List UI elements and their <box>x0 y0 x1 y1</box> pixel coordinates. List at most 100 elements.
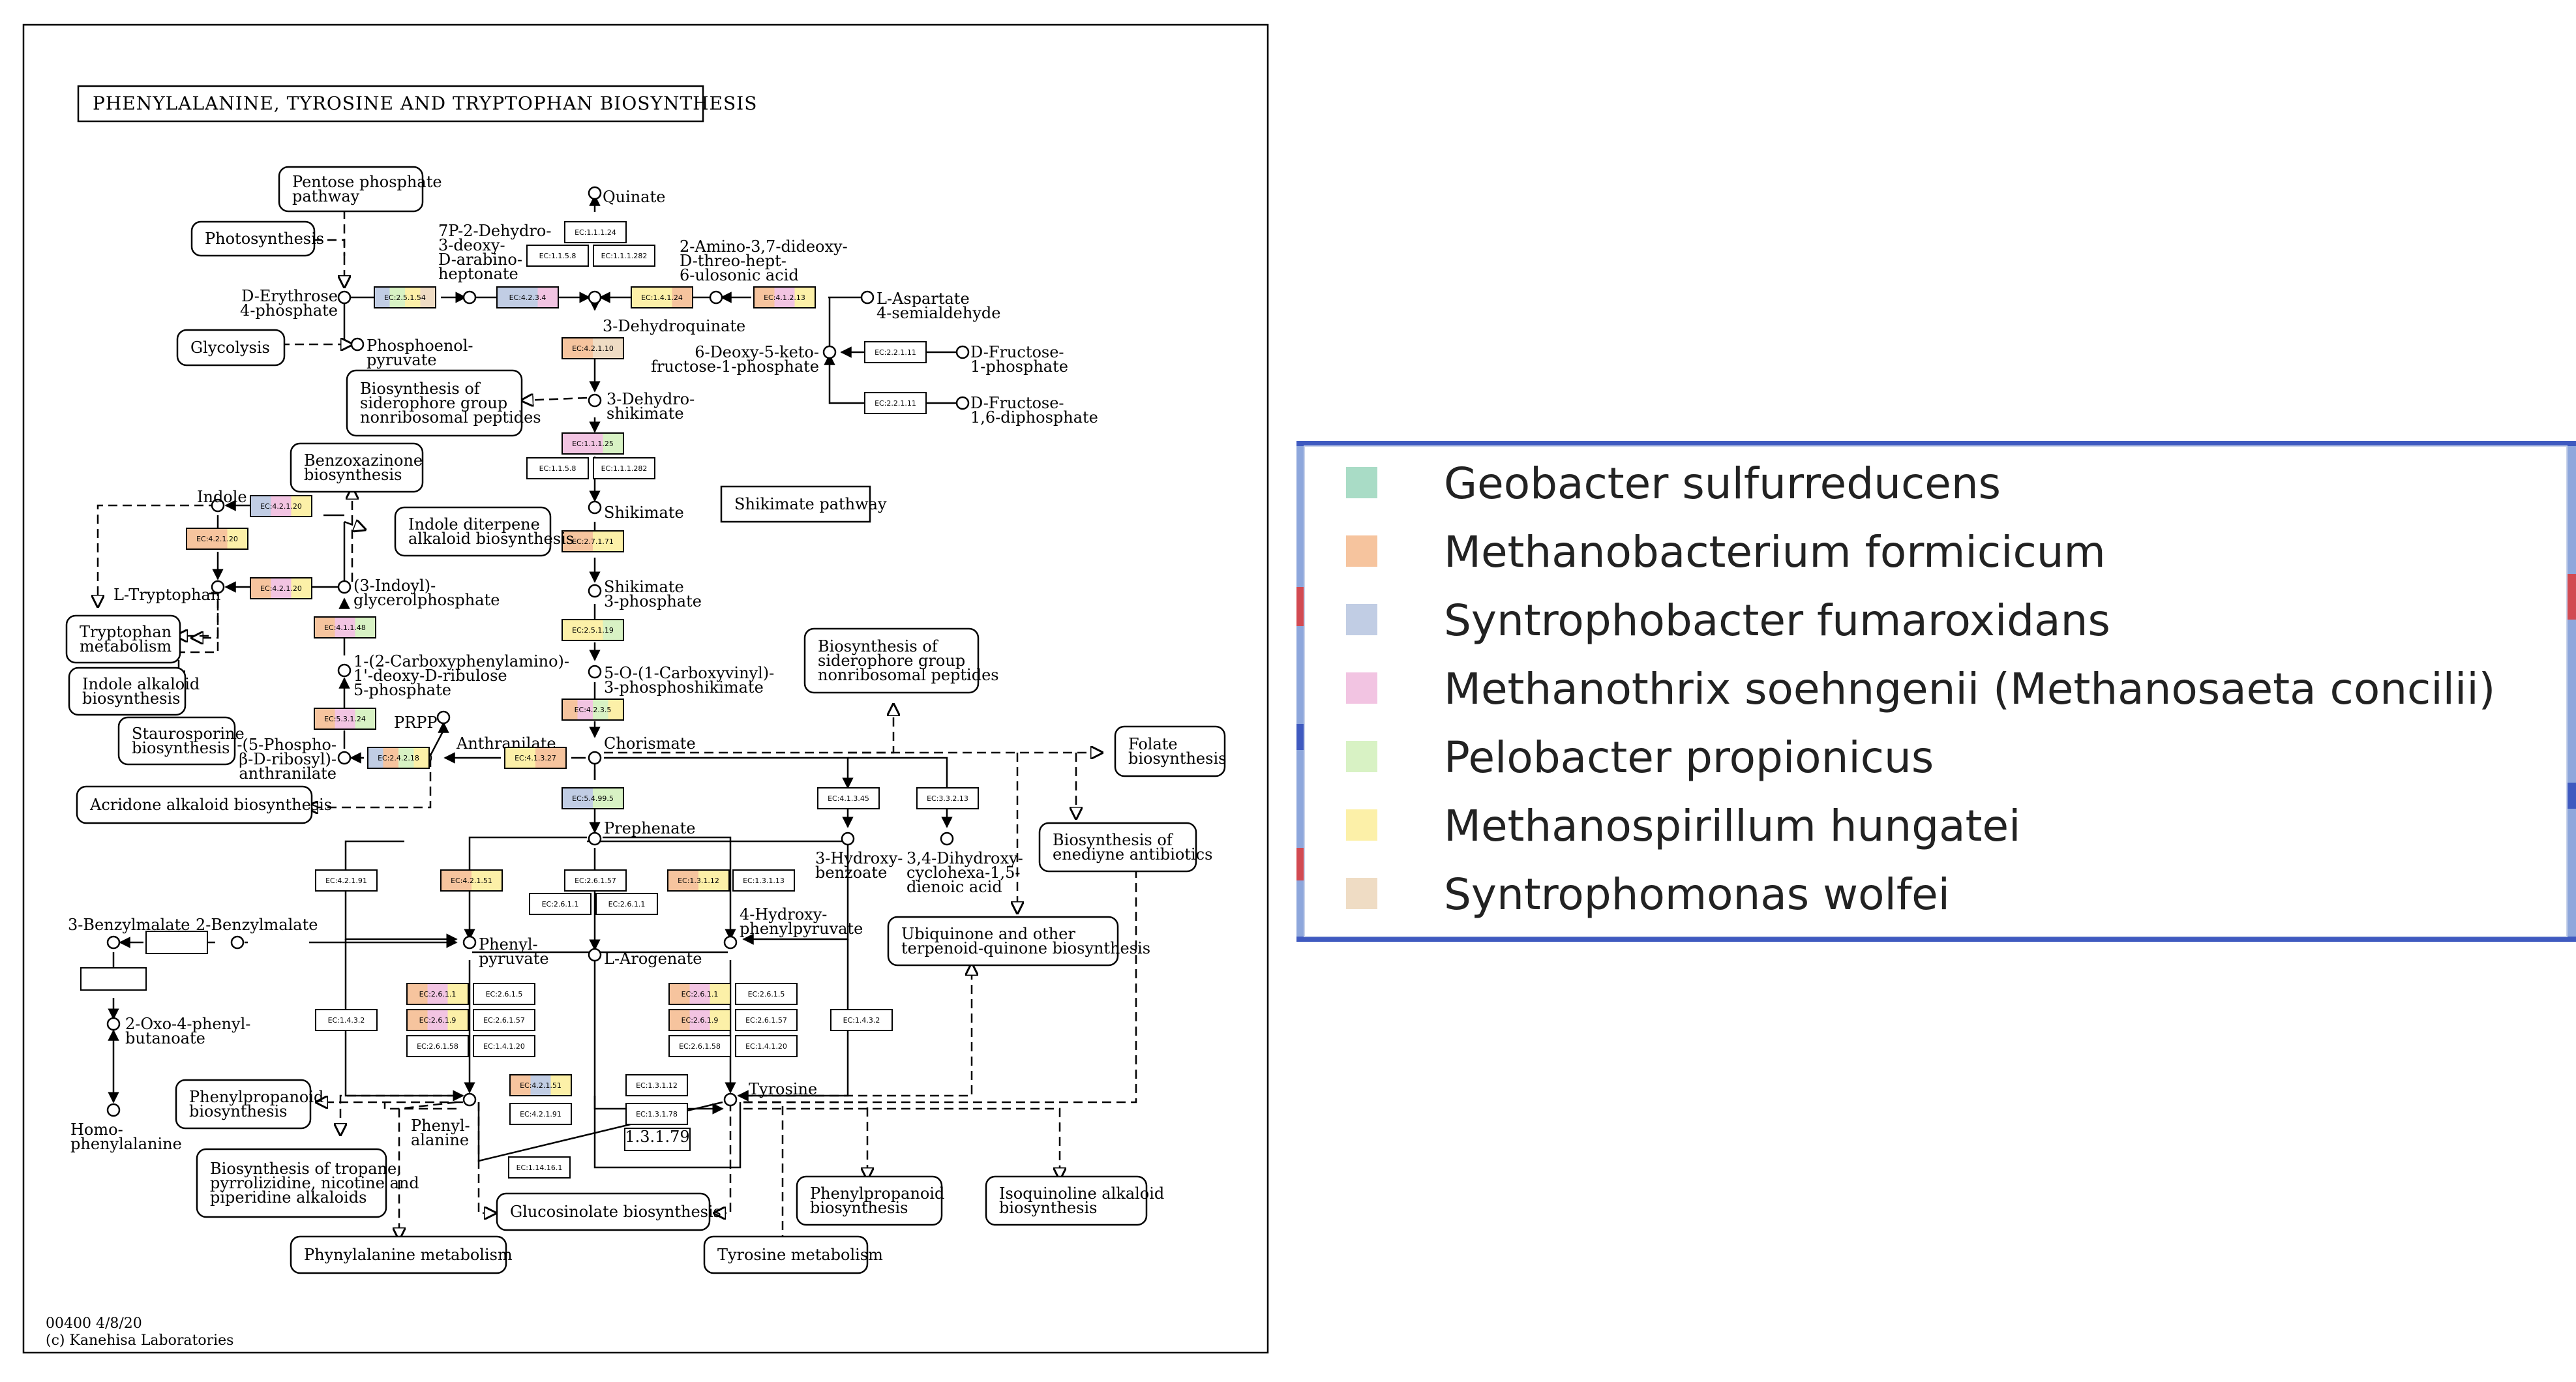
enzyme-box-ec-4-2-1-51[interactable]: EC:4.2.1.51 <box>509 1074 572 1096</box>
enzyme-box-ec-1-3-1-12[interactable]: EC:1.3.1.12 <box>625 1074 688 1096</box>
compound-node-3-benzylmalate[interactable] <box>106 935 121 950</box>
enzyme-box-ec-2-6-1-58[interactable]: EC:2.6.1.58 <box>668 1035 731 1057</box>
compound-node-1-2-carboxyphenylamino-1-deoxy-d-ribulose-5-phosphate[interactable] <box>337 663 352 678</box>
compound-node-3-4-dihydroxy-cyclohexa-1-5-dienoic-acid[interactable] <box>940 832 954 846</box>
enzyme-box-ec-2-7-1-71[interactable]: EC:2.7.1.71 <box>562 530 624 552</box>
compound-node-3-indoyl-glycerolphosphate[interactable] <box>337 580 352 594</box>
enzyme-box-ec-1-1-1-25[interactable]: EC:1.1.1.25 <box>562 432 624 455</box>
compound-node-d-erythrose-4-phosphate[interactable] <box>337 290 352 305</box>
enzyme-box-ec-4-2-3-5[interactable]: EC:4.2.3.5 <box>562 699 624 721</box>
compound-node-4-hydroxy-phenylpyruvate[interactable] <box>723 935 738 950</box>
enzyme-box-ec-2-6-1-9[interactable]: EC:2.6.1.9 <box>668 1009 731 1031</box>
compound-node-shikimate-3-phosphate[interactable] <box>588 584 602 598</box>
enzyme-box-ec-1-4-1-24[interactable]: EC:1.4.1.24 <box>631 286 693 308</box>
map-box-acridone-alkaloid-biosynthesis[interactable]: Acridone alkaloid biosynthesis <box>76 785 332 824</box>
compound-node-l-arogenate[interactable] <box>588 948 602 962</box>
enzyme-box-ec-1-3-1-78[interactable]: EC:1.3.1.78 <box>625 1103 688 1125</box>
enzyme-box-ec-2-5-1-19[interactable]: EC:2.5.1.19 <box>562 619 624 641</box>
compound-node-6-deoxy-5-keto-fructose-1-phosphate[interactable] <box>822 345 837 359</box>
enzyme-box-ec-2-6-1-1[interactable]: EC:2.6.1.1 <box>406 983 469 1005</box>
compound-node-l-tryptophan[interactable] <box>211 580 225 594</box>
enzyme-box-ec-2-6-1-57[interactable]: EC:2.6.1.57 <box>473 1009 535 1031</box>
enzyme-box-ec-4-1-2-13[interactable]: EC:4.1.2.13 <box>753 286 816 308</box>
enzyme-box-ec-1-3-1-13[interactable]: EC:1.3.1.13 <box>732 869 795 892</box>
enzyme-box-ec-1-4-1-20[interactable]: EC:1.4.1.20 <box>473 1035 535 1057</box>
enzyme-box-ec-1-4-3-2[interactable]: EC:1.4.3.2 <box>315 1009 378 1031</box>
enzyme-box-ec-5-4-99-5[interactable]: EC:5.4.99.5 <box>562 787 624 809</box>
enzyme-box-ec-1-1-5-8[interactable]: EC:1.1.5.8 <box>526 457 589 479</box>
compound-node-homo-phenylalanine[interactable] <box>106 1103 121 1117</box>
enzyme-box-ec-2-6-1-57[interactable]: EC:2.6.1.57 <box>735 1009 798 1031</box>
enzyme-box-ec-2-2-1-11[interactable]: EC:2.2.1.11 <box>864 341 927 363</box>
enzyme-box-ec-1-4-1-20[interactable]: EC:1.4.1.20 <box>735 1035 798 1057</box>
enzyme-box-ec-4-2-3-4[interactable]: EC:4.2.3.4 <box>496 286 559 308</box>
compound-node-2-amino-3-7-dideoxy-d-threo-hept-6-ulosonic-acid[interactable] <box>709 290 723 305</box>
map-box-biosynthesis-of-tropane-pyrrolizidine-nicotine-and-piperidine-alkaloids[interactable]: Biosynthesis of tropane,pyrrolizidine, n… <box>196 1148 419 1218</box>
enzyme-box-ec-4-2-1-20[interactable]: EC:4.2.1.20 <box>186 528 248 550</box>
enzyme-box-ec-4-1-3-27[interactable]: EC:4.1.3.27 <box>504 747 567 769</box>
compound-node-2-oxo-4-phenyl-butanoate[interactable] <box>106 1017 121 1031</box>
enzyme-box-ec-2-2-1-11[interactable]: EC:2.2.1.11 <box>864 392 927 414</box>
enzyme-box-ec-4-2-1-20[interactable]: EC:4.2.1.20 <box>250 495 312 517</box>
compound-node-3-dehydroquinate[interactable] <box>588 290 602 305</box>
map-box-phynylalanine-metabolism[interactable]: Phynylalanine metabolism <box>290 1235 513 1274</box>
compound-node-chorismate[interactable] <box>588 751 602 765</box>
enzyme-box-ec-4-1-3-45[interactable]: EC:4.1.3.45 <box>817 787 880 809</box>
enzyme-box-ec-2-6-1-1[interactable]: EC:2.6.1.1 <box>595 893 658 915</box>
compound-node-prephenate[interactable] <box>588 832 602 846</box>
compound-node-phenyl-alanine[interactable] <box>462 1092 477 1107</box>
enzyme-box-ec-1-1-1-282[interactable]: EC:1.1.1.282 <box>593 457 655 479</box>
compound-node-phenyl-pyruvate[interactable] <box>462 935 477 950</box>
enzyme-box-ec-1-4-3-2[interactable]: EC:1.4.3.2 <box>830 1009 893 1031</box>
enzyme-box-ec-2-4-2-18[interactable]: EC:2.4.2.18 <box>367 747 430 769</box>
compound-node-phosphoenol-pyruvate[interactable] <box>350 337 365 352</box>
enzyme-box-ec-2-6-1-5[interactable]: EC:2.6.1.5 <box>473 983 535 1005</box>
enzyme-box-ec-1-3-1-12[interactable]: EC:1.3.1.12 <box>667 869 730 892</box>
enzyme-box-ec-2-6-1-9[interactable]: EC:2.6.1.9 <box>406 1009 469 1031</box>
compound-node-indole[interactable] <box>211 498 225 513</box>
compound-node-d-fructose-1-phosphate[interactable] <box>955 345 970 359</box>
map-box-photosynthesis[interactable]: Photosynthesis <box>190 220 324 257</box>
compound-node-d-fructose-1-6-diphosphate[interactable] <box>955 396 970 410</box>
enzyme-box-ec-1-1-1-24[interactable]: EC:1.1.1.24 <box>564 221 627 243</box>
enzyme-box-ec-2-5-1-54[interactable]: EC:2.5.1.54 <box>374 286 436 308</box>
compound-node-prpp[interactable] <box>436 710 451 725</box>
enzyme-box-ec-4-2-1-20[interactable]: EC:4.2.1.20 <box>250 577 312 599</box>
compound-node-3-dehydro-shikimate[interactable] <box>588 393 602 408</box>
compound-node-n-5-phospho-d-ribosyl-anthranilate[interactable] <box>337 751 352 765</box>
enzyme-box-ec-2-6-1-57[interactable]: EC:2.6.1.57 <box>564 869 627 892</box>
enzyme-box-ec-2-6-1-1[interactable]: EC:2.6.1.1 <box>529 893 592 915</box>
enzyme-box-ec-4-2-1-91[interactable]: EC:4.2.1.91 <box>509 1103 572 1125</box>
enzyme-box-ec-2-6-1-58[interactable]: EC:2.6.1.58 <box>406 1035 469 1057</box>
enzyme-box-ec-3-3-2-13[interactable]: EC:3.3.2.13 <box>916 787 979 809</box>
enzyme-box-ec-2-6-1-5[interactable]: EC:2.6.1.5 <box>735 983 798 1005</box>
compound-node-quinate[interactable] <box>588 186 602 200</box>
map-box-glycolysis[interactable]: Glycolysis <box>176 329 286 367</box>
map-box-tyrosine-metabolism[interactable]: Tyrosine metabolism <box>703 1235 883 1274</box>
enzyme-box-1-3-1-79[interactable]: 1.3.1.79 <box>624 1128 691 1151</box>
compound-node-3-hydroxy-benzoate[interactable] <box>841 832 855 846</box>
compound-node-shikimate[interactable] <box>588 500 602 515</box>
compound-node-5-o-1-carboxyvinyl-3-phosphoshikimate[interactable] <box>588 665 602 679</box>
compound-node-l-aspartate-4-semialdehyde[interactable] <box>860 290 875 305</box>
enzyme-box-ec-4-2-1-10[interactable]: EC:4.2.1.10 <box>562 337 624 359</box>
compound-node-tyrosine[interactable] <box>723 1092 738 1107</box>
enzyme-box-ec-2-6-1-1[interactable]: EC:2.6.1.1 <box>668 983 731 1005</box>
map-box-glucosinolate-biosynthesis[interactable]: Glucosinolate biosynthesis <box>496 1192 721 1231</box>
map-box-shikimate-pathway[interactable]: Shikimate pathway <box>720 485 887 523</box>
compound-node-2-benzylmalate[interactable] <box>230 935 245 950</box>
compound-node-7p-2-dehydro-3-deoxy-d-arabino-heptonate[interactable] <box>462 290 477 305</box>
